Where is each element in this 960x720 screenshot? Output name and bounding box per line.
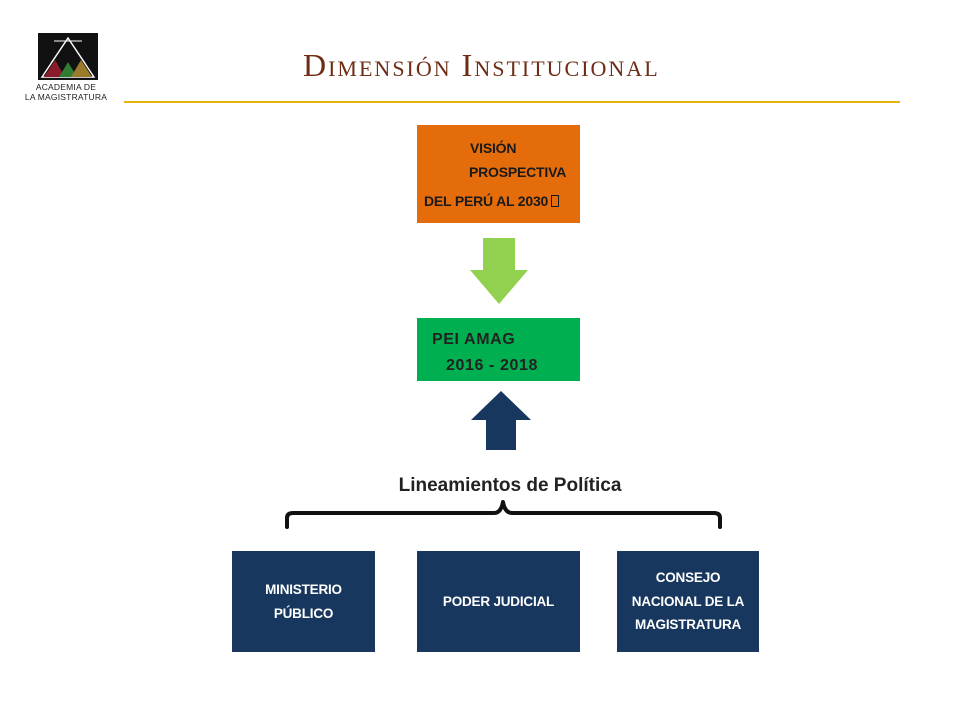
logo-left-peak [44, 60, 65, 77]
institution-line: PÚBLICO [273, 605, 334, 621]
academia-logo-icon [38, 33, 98, 80]
curly-brace-icon [285, 500, 722, 529]
logo-right-peak [71, 60, 92, 77]
pei-line: 2016 - 2018 [446, 357, 539, 374]
arrow-up-shape [471, 391, 531, 450]
institution-line: PODER JUDICIAL [442, 593, 555, 609]
institution-line: NACIONAL DE LA [631, 593, 745, 609]
institution-line: MAGISTRATURA [634, 617, 742, 633]
missing-glyph-box-icon [551, 195, 560, 207]
institution-box-consejo-nacional: CONSEJO NACIONAL DE LA MAGISTRATURA [617, 551, 759, 652]
title-underline-rule [124, 101, 900, 103]
institution-line: MINISTERIO [265, 582, 342, 597]
policy-guidelines-label: Lineamientos de Política [398, 475, 622, 496]
logo-text-line1: ACADEMIA DE [35, 82, 97, 92]
pei-box: PEI AMAG 2016 - 2018 [417, 318, 580, 381]
vision-line-wrapper: DEL PERÚ AL 2030 [424, 192, 560, 210]
arrow-down-icon [470, 238, 528, 304]
vision-line: DEL PERÚ AL 2030 [424, 193, 549, 209]
institution-box-ministerio-publico: MINISTERIO PÚBLICO [232, 551, 375, 652]
institution-line: CONSEJO [655, 570, 721, 586]
vision-line: VISIÓN [470, 140, 517, 156]
logo-middle-peak [59, 62, 77, 77]
arrow-down-shape [470, 238, 528, 304]
page-title: Dimensión Institucional [303, 47, 660, 83]
vision-box: VISIÓN PROSPECTIVA DEL PERÚ AL 2030 [417, 125, 580, 223]
vision-line: PROSPECTIVA [469, 164, 567, 180]
arrow-up-icon [471, 391, 531, 450]
institution-box-poder-judicial: PODER JUDICIAL [417, 551, 580, 652]
logo-text-line2: LA MAGISTRATURA [24, 92, 108, 102]
pei-line: PEI AMAG [432, 331, 516, 348]
